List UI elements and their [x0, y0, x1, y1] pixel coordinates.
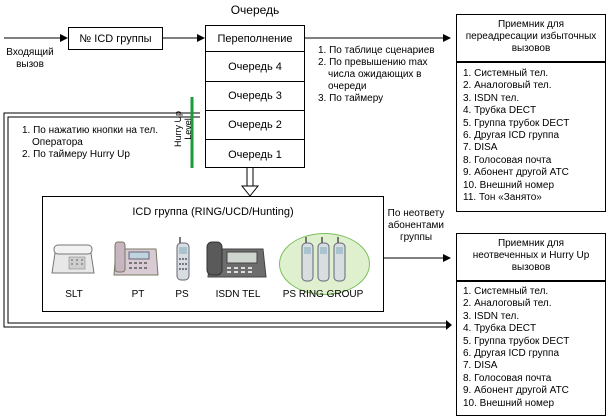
queue-title: Очередь	[230, 3, 280, 17]
queue-cell-1: Очередь 1	[206, 139, 304, 169]
icd-group-title: ICD группа (RING/UCD/Hunting)	[132, 206, 294, 218]
list-item: 2. Аналоговый тел.	[463, 80, 552, 92]
list-item: 9. Абонент другой АТС	[463, 167, 569, 179]
receiver-overflow-list: 1. Системный тел. 2. Аналоговый тел. 3. …	[463, 68, 569, 204]
list-item: 10. Внешний номер	[463, 397, 555, 409]
queue-stack: Переполнение Очередь 4 Очередь 3 Очередь…	[205, 25, 305, 168]
receiver-overflow-list-box: 1. Системный тел. 2. Аналоговый тел. 3. …	[456, 62, 606, 212]
slt-phone-icon	[51, 241, 95, 280]
list-item: 4. Трубка DECT	[463, 105, 537, 117]
list-item: 7. DISA	[463, 360, 498, 372]
list-item: 6. Другая ICD группа	[463, 130, 560, 142]
phone-label-ps: PS	[175, 289, 189, 300]
receiver-hurry-list: 1. Системный тел. 2. Аналоговый тел. 3. …	[463, 286, 569, 410]
list-item: 5. Группа трубок DECT	[463, 117, 570, 129]
hurry-up-conditions-text: 1. По нажатию кнопки на тел. Оператора 2…	[22, 125, 158, 160]
isdn-phone-icon	[205, 239, 267, 284]
phone-label-isdn: ISDN TEL	[215, 289, 261, 300]
phone-label-pt: PT	[131, 289, 145, 300]
ps-ring-group-icon	[299, 237, 351, 288]
receiver-hurry-title-box: Приемник для неотвеченных и Hurry Up выз…	[456, 233, 606, 281]
phone-label-slt: SLT	[65, 289, 83, 300]
icd-group-panel: ICD группа (RING/UCD/Hunting)	[42, 196, 384, 312]
queue-cell-2: Очередь 2	[206, 110, 304, 139]
list-item: 3. ISDN тел.	[463, 92, 520, 104]
pt-phone-icon	[113, 239, 159, 282]
queue-overflow-cell: Переполнение	[217, 32, 293, 45]
list-item: 1. Системный тел.	[463, 68, 549, 79]
list-item: 3. ISDN тел.	[463, 310, 520, 322]
receiver-hurry-list-box: 1. Системный тел. 2. Аналоговый тел. 3. …	[456, 281, 606, 416]
icd-group-number-label: № ICD группы	[79, 32, 152, 45]
icd-group-number-box: № ICD группы	[68, 27, 163, 50]
incoming-call-label: Входящий вызов	[6, 47, 54, 70]
list-item: 8. Голосовая почта	[463, 154, 552, 166]
list-item: 2. Аналоговый тел.	[463, 298, 552, 310]
list-item: 11. Тон «Занято»	[463, 192, 542, 204]
list-item: 6. Другая ICD группа	[463, 348, 560, 360]
overflow-conditions-text: 1. По таблице сценариев 2. По превышению…	[318, 45, 435, 104]
list-item: 1. Системный тел.	[463, 286, 549, 297]
list-item: 5. Группа трубок DECT	[463, 335, 570, 347]
queue-cell-4: Очередь 4	[206, 51, 304, 81]
list-item: 4. Трубка DECT	[463, 323, 537, 335]
no-answer-text: По неответу абонентами группы	[387, 208, 445, 243]
phone-label-ps-ring-group: PS RING GROUP	[282, 289, 364, 300]
receiver-overflow-title-box: Приемник для переадресации избыточных вы…	[456, 14, 606, 62]
queue-cell-3: Очередь 3	[206, 81, 304, 110]
list-item: 7. DISA	[463, 142, 498, 154]
list-item: 8. Голосовая почта	[463, 372, 552, 384]
ps-handset-icon	[175, 237, 191, 286]
hurry-up-level-label: Hurry Up Level	[173, 111, 193, 148]
list-item: 10. Внешний номер	[463, 179, 555, 191]
list-item: 9. Абонент другой АТС	[463, 385, 569, 397]
